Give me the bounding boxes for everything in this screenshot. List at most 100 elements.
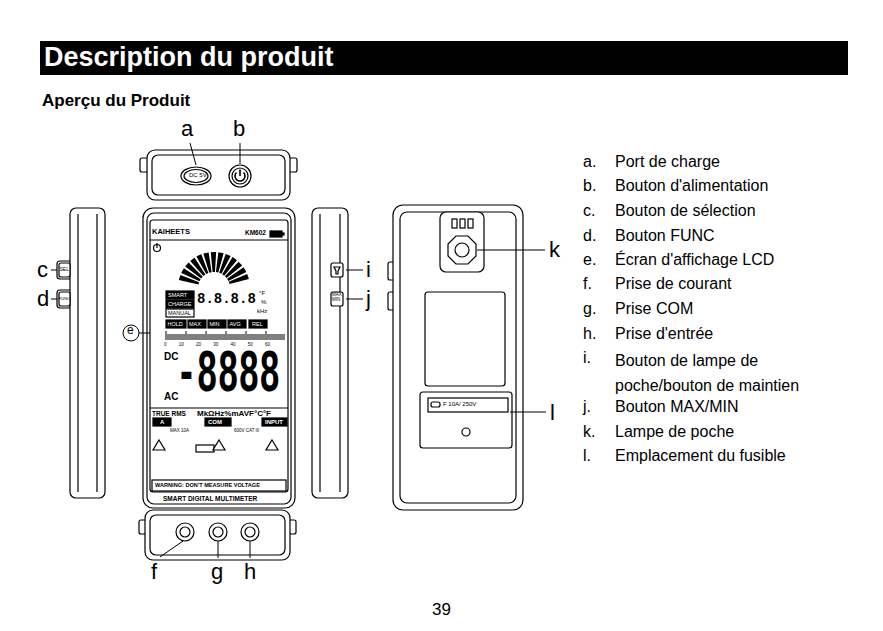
top-view (152, 155, 285, 195)
device-marking: % (261, 299, 266, 306)
list-description: Lampe de poche (615, 423, 734, 441)
device-marking: MANUAL (168, 310, 191, 316)
front-view (156, 243, 157, 248)
bottom-view (145, 510, 290, 560)
bar-graph-ticks (172, 334, 173, 340)
device-marking: -8888 (176, 344, 280, 406)
front-view (150, 239, 288, 240)
list-description: Prise d'entrée (615, 325, 713, 343)
callout-letter: d (37, 286, 49, 311)
top-view (229, 165, 251, 187)
left-side-view (57, 261, 72, 279)
bar-graph-ticks (260, 334, 261, 340)
front-view (166, 320, 186, 328)
list-letter: a. (583, 153, 596, 171)
bar-graph-ticks (256, 334, 257, 340)
list-description: Prise COM (615, 300, 693, 318)
bar-graph-ticks (194, 334, 195, 340)
list-description: Bouton de lampe de poche/bouton de maint… (615, 349, 830, 398)
back-view (420, 392, 512, 448)
front-view (143, 208, 295, 508)
list-letter: k. (583, 423, 595, 441)
list-letter: g. (583, 300, 596, 318)
device-marking: SMART (168, 292, 187, 298)
bar-graph-ticks (274, 334, 275, 340)
callout-letter: k (549, 237, 560, 262)
device-marking: FUNC (59, 297, 71, 302)
bottom-view (180, 527, 190, 537)
bar-graph-ticks (204, 334, 205, 340)
left-side-view (57, 208, 105, 498)
bar-graph-ticks (184, 334, 185, 340)
device-marking: MIN (210, 321, 220, 327)
list-letter: c. (583, 202, 595, 220)
left-side-view (77, 214, 78, 492)
bar-graph-ticks (278, 334, 279, 340)
front-view (228, 320, 246, 328)
left-side-view (57, 290, 72, 308)
callout-letter: e (127, 324, 134, 338)
front-view (166, 309, 194, 317)
left-side-view (70, 208, 105, 498)
back-view (460, 219, 465, 228)
bar-graph-ticks (218, 334, 219, 340)
callout-letter: i (366, 257, 371, 282)
top-view (184, 170, 208, 183)
bar-graph-ticks (268, 334, 269, 340)
bar-graph-ticks (266, 331, 267, 340)
bar-graph-ticks (246, 331, 247, 340)
list-description: Écran d'affichage LCD (615, 251, 774, 269)
back-view (428, 398, 508, 412)
leader-lines (477, 250, 545, 251)
right-side-view (319, 214, 320, 492)
bar-graph-ticks (226, 331, 227, 340)
bar-graph-ticks (240, 334, 241, 340)
bar-graph-ticks (272, 334, 273, 340)
device-marking: TRUE RMS (152, 410, 186, 417)
device-marking: KAIHEETS (152, 228, 190, 237)
device-marking: SEL (60, 267, 69, 273)
callout-letter: a (181, 116, 193, 141)
list-letter: e. (583, 251, 596, 269)
device-marking: °F (259, 290, 265, 297)
subtitle: Aperçu du Produit (42, 91, 190, 111)
leader-lines (250, 541, 251, 558)
device-marking: MAX MIN (332, 293, 343, 302)
top-view (147, 150, 290, 200)
leader-lines (190, 143, 196, 165)
segment-fan (179, 252, 249, 284)
leader-lines (160, 541, 183, 557)
bar-graph-ticks (234, 334, 235, 340)
bar-graph-ticks (222, 334, 223, 340)
leader-lines (346, 270, 363, 271)
bar-graph-ticks (168, 334, 169, 340)
back-view (462, 428, 470, 436)
right-side-view (331, 292, 343, 306)
bar-graph-ticks (166, 331, 284, 340)
list-letter: b. (583, 177, 596, 195)
bar-graph-ticks (190, 334, 191, 340)
list-letter: d. (583, 227, 596, 245)
device-marking: INPUT (265, 419, 283, 426)
left-side-view (59, 263, 70, 277)
list-description: Bouton FUNC (615, 227, 715, 245)
bar-graph-ticks (206, 331, 207, 340)
front-view (196, 445, 214, 452)
title-band: Description du produit (40, 41, 848, 75)
bar-graph-ticks (270, 334, 271, 340)
front-view (150, 407, 288, 408)
bar-graph-ticks (188, 334, 189, 340)
bar-graph-ticks (224, 334, 225, 340)
leader-lines (51, 270, 57, 271)
right-side-view (331, 263, 343, 277)
list-description: Bouton MAX/MIN (615, 398, 739, 416)
list-letter: f. (583, 275, 592, 293)
front-view (166, 300, 194, 308)
bar-graph-ticks (174, 334, 175, 340)
bar-graph-ticks (166, 331, 167, 340)
bar-graph-ticks (176, 334, 177, 340)
front-view (188, 320, 206, 328)
list-description: Bouton d'alimentation (615, 177, 768, 195)
bottom-view (209, 523, 227, 541)
